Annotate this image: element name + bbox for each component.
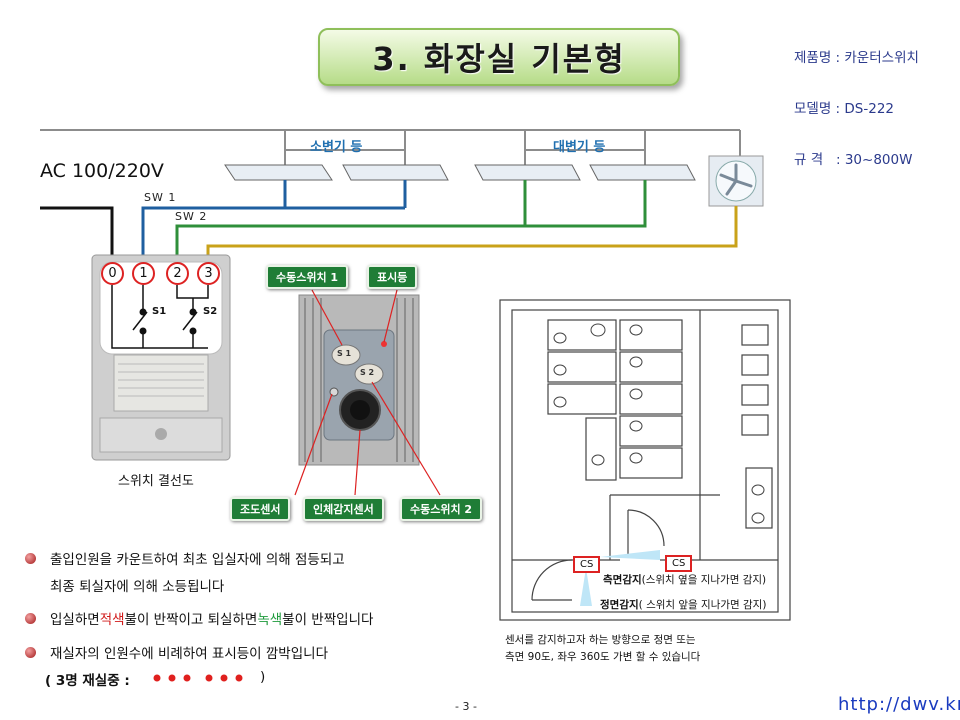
bullet-1b-text: 최종 퇴실자에 의해 소등됩니다 xyxy=(50,579,225,595)
neutral-bus xyxy=(40,129,741,165)
sensor-adjust-note: 센서를 감지하고자 하는 방향으로 정면 또는 측면 90도, 좌우 360도 … xyxy=(505,632,700,666)
urinal-lamp-2 xyxy=(342,164,449,181)
tag-manual-switch-2: 수동스위치 2 xyxy=(400,497,483,521)
sw1-wire xyxy=(141,180,287,265)
toilet-lamp-label: 대변기 등 xyxy=(553,140,606,155)
cs-sensor-right: CS xyxy=(665,555,693,572)
bullet-3: 재실자의 인원수에 비례하여 표시등이 깜박입니다 xyxy=(25,642,328,662)
sensor-note-line1: 센서를 감지하고자 하는 방향으로 정면 또는 xyxy=(505,634,696,646)
bullet-2-red-word: 적색 xyxy=(99,612,125,628)
sw2-wire xyxy=(175,180,527,265)
fan-wire xyxy=(206,206,738,265)
toilet-lamp-2 xyxy=(589,164,696,181)
terminal-1: 1 xyxy=(132,262,155,285)
bullet-4-close: ) xyxy=(260,669,266,685)
callout-lines xyxy=(294,289,441,496)
side-sense-beam xyxy=(600,550,660,560)
spec-model: 모델명 : DS-222 xyxy=(794,101,894,117)
bullet-1-text: 출입인원을 카운트하여 최초 입실자에 의해 점등되고 xyxy=(50,552,345,568)
switch-s1-label: S1 xyxy=(152,306,167,317)
bullet-icon xyxy=(25,612,36,624)
cs-sensor-left: CS xyxy=(573,556,601,573)
tag-indicator: 표시등 xyxy=(367,265,418,289)
bullet-2-post: 불이 반짝입니다 xyxy=(282,612,374,628)
title-banner: 3. 화장실 기본형 xyxy=(318,28,680,86)
front-sense-bold: 정면감지 xyxy=(600,599,639,611)
sensor-note-line2: 측면 90도, 좌우 360도 가변 할 수 있습니다 xyxy=(505,651,701,663)
urinal-lamp-1 xyxy=(224,164,333,181)
bullet-2-mid: 불이 반짝이고 퇴실하면 xyxy=(124,612,258,628)
tag-manual-switch-1: 수동스위치 1 xyxy=(266,265,349,289)
bullet-3-text: 재실자의 인원수에 비례하여 표시등이 깜박입니다 xyxy=(50,646,328,662)
tag-motion-sensor: 인체감지센서 xyxy=(303,497,384,521)
urinal-lamp-label: 소변기 등 xyxy=(310,140,363,155)
toilet-lamp-1 xyxy=(474,164,581,181)
spec-rating: 규 격 : 30~800W xyxy=(794,152,913,168)
sw2-label: SW 2 xyxy=(175,210,208,223)
button-s1-label: S 1 xyxy=(337,349,352,358)
bullet-2-pre: 입실하면 xyxy=(50,612,100,628)
tag-light-sensor: 조도센서 xyxy=(230,497,291,521)
spec-block: 제품명 : 카운터스위치 모델명 : DS-222 규 격 : 30~800W xyxy=(794,16,919,186)
side-sense-rest: (스위치 옆을 지나가면 감지) xyxy=(641,574,767,586)
terminal-3: 3 xyxy=(197,262,220,285)
button-s2-label: S 2 xyxy=(360,368,375,377)
front-sense-beam xyxy=(580,568,592,606)
bullet-icon xyxy=(25,552,36,564)
ac-line-wire xyxy=(40,206,114,265)
page-number: - 3 - xyxy=(455,700,477,713)
terminal-2: 2 xyxy=(166,262,189,285)
front-sense-rest: ( 스위치 앞을 지나가면 감지) xyxy=(638,599,767,611)
side-sense-bold: 측면감지 xyxy=(603,574,642,586)
bullet-icon xyxy=(25,646,36,658)
ac-label: AC 100/220V xyxy=(40,160,164,182)
switch-body xyxy=(91,254,231,461)
toilet-fixtures xyxy=(553,323,765,524)
bullet-2-green-word: 녹색 xyxy=(257,612,283,628)
lamp-fixtures xyxy=(224,164,696,181)
site-url[interactable]: http://dwv.kr xyxy=(838,694,960,715)
switch-s2-label: S2 xyxy=(203,306,218,317)
front-sense-note: 정면감지( 스위치 앞을 지나가면 감지) xyxy=(600,597,766,612)
bullet-2: 입실하면 적색 불이 반짝이고 퇴실하면 녹색 불이 반짝입니다 xyxy=(25,608,373,628)
exhaust-fan xyxy=(708,155,764,207)
side-sense-note: 측면감지(스위치 옆을 지나가면 감지) xyxy=(603,572,766,587)
bullet-1-cont: 최종 퇴실자에 의해 소등됩니다 xyxy=(50,575,224,595)
sw1-label: SW 1 xyxy=(144,191,177,204)
page-title: 3. 화장실 기본형 xyxy=(372,40,626,78)
spec-product-name: 제품명 : 카운터스위치 xyxy=(794,50,919,66)
bullet-4-open: ( 3명 재실중 : xyxy=(45,673,130,689)
terminal-0: 0 xyxy=(101,262,124,285)
indicator-dots xyxy=(153,674,243,682)
bullet-1: 출입인원을 카운트하여 최초 입실자에 의해 점등되고 xyxy=(25,548,345,568)
wiring-caption: 스위치 결선도 xyxy=(118,474,194,489)
